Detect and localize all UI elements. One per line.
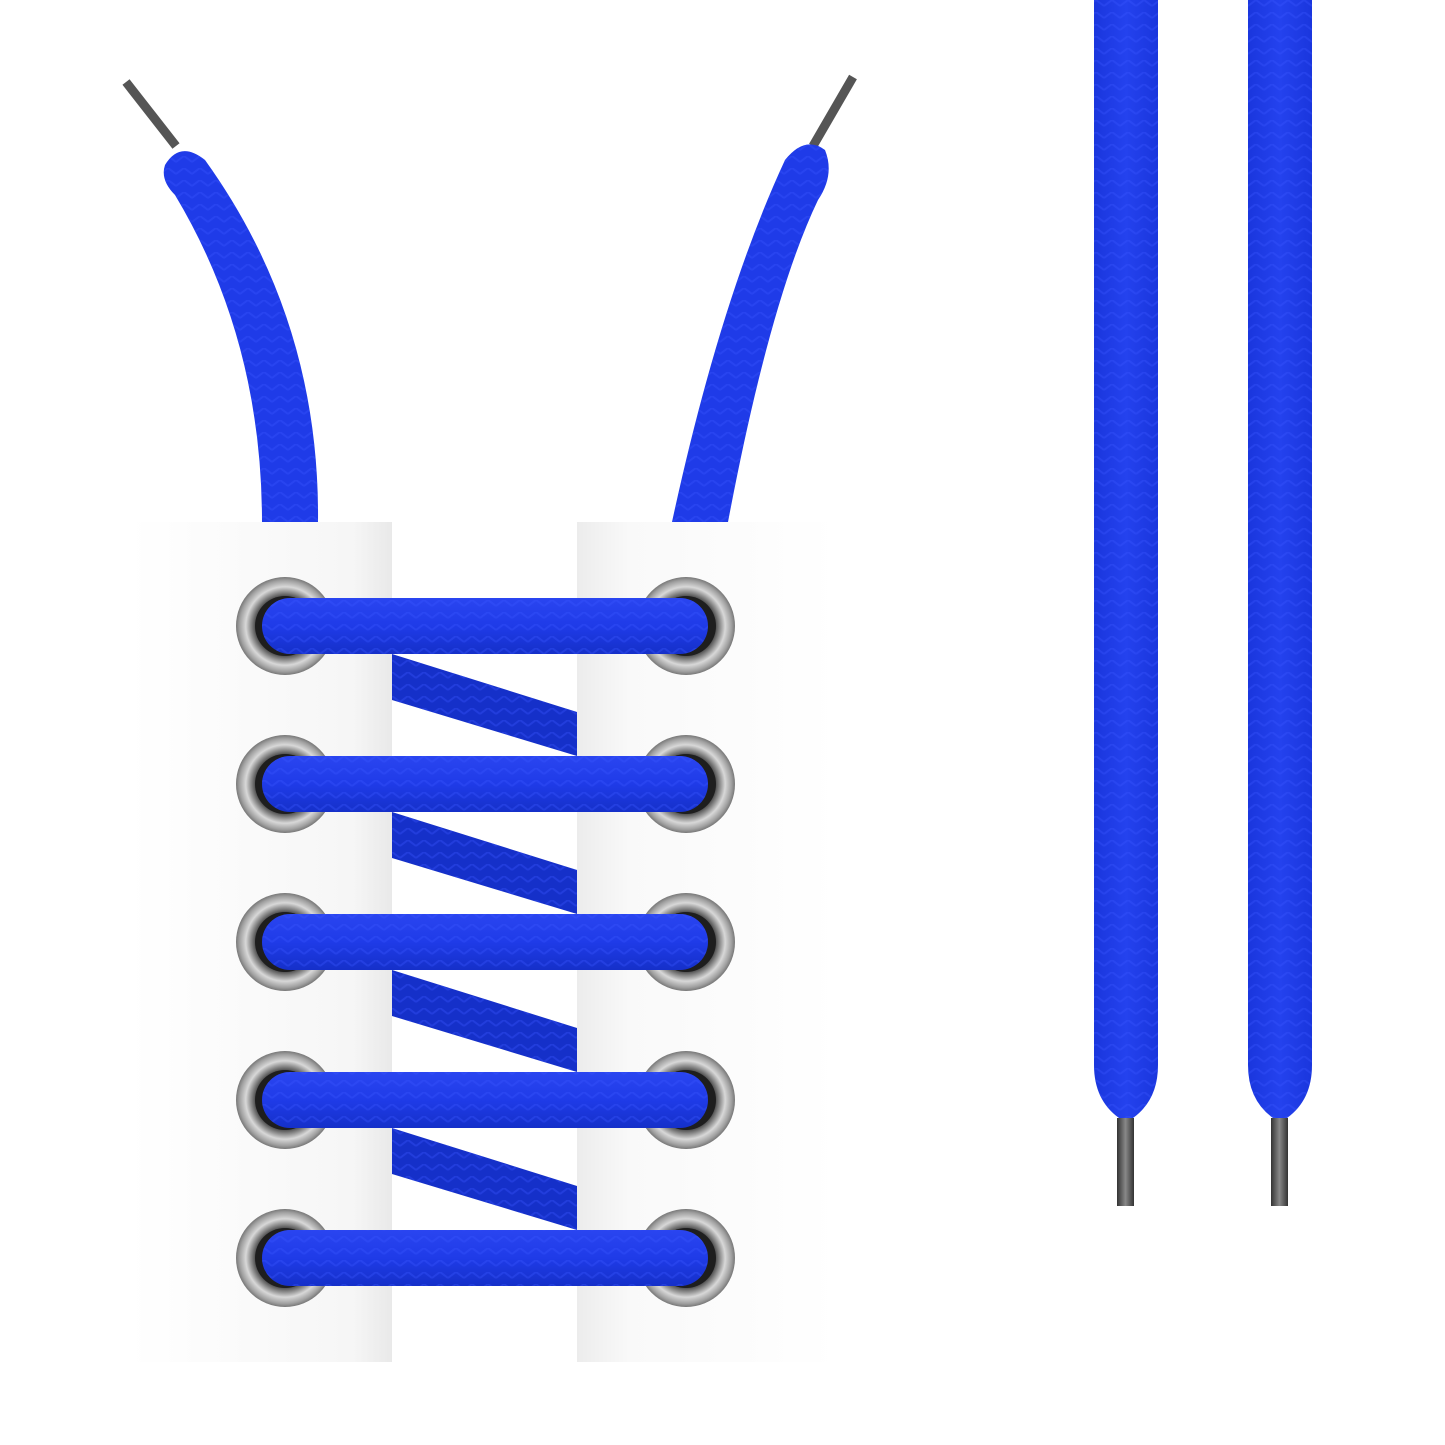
diagonal-lace-texture [392, 970, 577, 1072]
right-lace-end [672, 74, 857, 522]
diagonal-lace-texture [392, 812, 577, 914]
straight-lace-2 [1248, 0, 1312, 1206]
right-aglet [809, 74, 857, 149]
diagonal-lace-texture [392, 1128, 577, 1230]
aglet [1117, 1118, 1134, 1206]
horizontal-lace-texture [262, 756, 708, 812]
diagonal-lace-texture [392, 654, 577, 756]
horizontal-lace-texture [262, 1230, 708, 1286]
aglet [1271, 1118, 1288, 1206]
left-aglet [122, 79, 180, 149]
horizontal-lace-texture [262, 598, 708, 654]
horizontal-lace-texture [262, 914, 708, 970]
straight-lace-1 [1094, 0, 1158, 1206]
left-lace-end [122, 79, 319, 522]
horizontal-lace-texture [262, 1072, 708, 1128]
